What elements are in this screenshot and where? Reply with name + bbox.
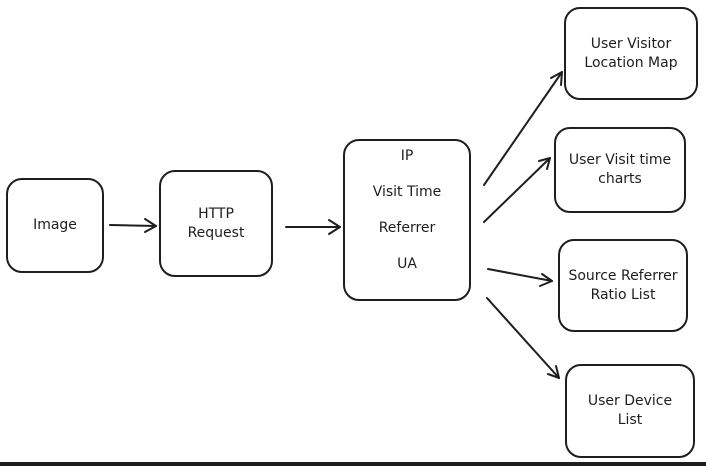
visit-time-charts-node: User Visit time charts: [554, 127, 686, 213]
arrow-data-to-map: [483, 71, 563, 186]
http-request-node: HTTP Request: [159, 170, 273, 277]
image-node-label: Image: [33, 217, 77, 233]
request-data-node: IP Visit Time Referrer UA: [343, 139, 471, 301]
arrow-image-to-http: [109, 218, 157, 233]
visit-time-charts-line-1: User Visit time: [568, 152, 672, 168]
visit-time-charts-line-2: charts: [598, 171, 642, 187]
request-data-ua: UA: [397, 256, 417, 272]
bottom-divider: [0, 462, 706, 466]
arrow-data-to-charts: [483, 157, 551, 223]
request-data-visit-time: Visit Time: [372, 184, 442, 200]
referrer-ratio-node: Source Referrer Ratio List: [558, 239, 688, 332]
device-list-node: User Device List: [565, 364, 695, 458]
location-map-line-2: Location Map: [584, 54, 678, 71]
device-list-line-2: List: [617, 412, 643, 428]
image-node: Image: [6, 178, 104, 273]
referrer-ratio-line-1: Source Referrer: [568, 267, 678, 284]
arrow-data-to-ratio: [487, 268, 553, 287]
device-list-line-1: User Device: [587, 393, 673, 409]
arrow-data-to-device: [486, 297, 560, 379]
location-map-node: User Visitor Location Map: [564, 7, 698, 100]
request-data-referrer: Referrer: [378, 220, 436, 236]
referrer-ratio-line-2: Ratio List: [590, 286, 656, 303]
http-request-line-1: HTTP: [198, 205, 234, 222]
location-map-line-1: User Visitor: [590, 35, 672, 52]
arrow-http-to-data: [285, 219, 341, 235]
http-request-line-2: Request: [187, 224, 245, 241]
request-data-ip: IP: [400, 148, 414, 164]
